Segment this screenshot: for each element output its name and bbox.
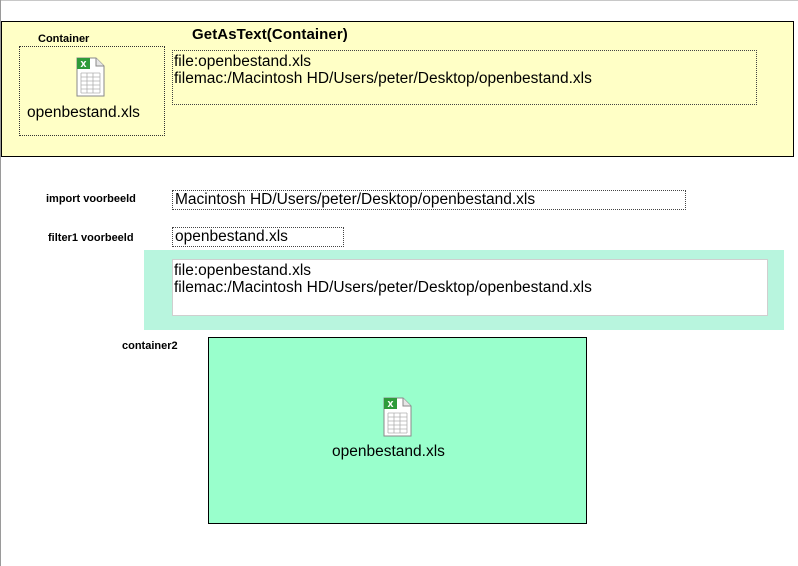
mint-line-file: file:openbestand.xls xyxy=(174,262,312,279)
panel-title: GetAsText(Container) xyxy=(192,26,348,43)
filter1-example-field[interactable]: openbestand.xls xyxy=(172,227,344,247)
container2-file-name: openbestand.xls xyxy=(332,443,445,460)
getastext-result-field[interactable]: file:openbestand.xls filemac:/Macintosh … xyxy=(172,50,757,105)
window-left-edge xyxy=(0,0,1,566)
svg-text:X: X xyxy=(387,400,394,409)
container2-label: container2 xyxy=(122,340,178,352)
result-line-file: file:openbestand.xls xyxy=(174,53,312,70)
import-example-field[interactable]: Macintosh HD/Users/peter/Desktop/openbes… xyxy=(172,190,686,210)
import-example-label: import voorbeeld xyxy=(46,193,136,205)
mint-result-field[interactable]: file:openbestand.xls filemac:/Macintosh … xyxy=(172,259,768,316)
excel-spreadsheet-icon: X xyxy=(383,397,412,437)
svg-text:X: X xyxy=(80,60,87,69)
mint-line-filemac: filemac:/Macintosh HD/Users/peter/Deskto… xyxy=(174,279,592,296)
filter1-example-label: filter1 voorbeeld xyxy=(48,232,134,244)
container-file-name: openbestand.xls xyxy=(27,104,140,121)
window-top-edge xyxy=(0,0,798,1)
excel-spreadsheet-icon: X xyxy=(76,57,105,97)
result-line-filemac: filemac:/Macintosh HD/Users/peter/Deskto… xyxy=(174,70,592,87)
container-label: Container xyxy=(38,33,90,45)
